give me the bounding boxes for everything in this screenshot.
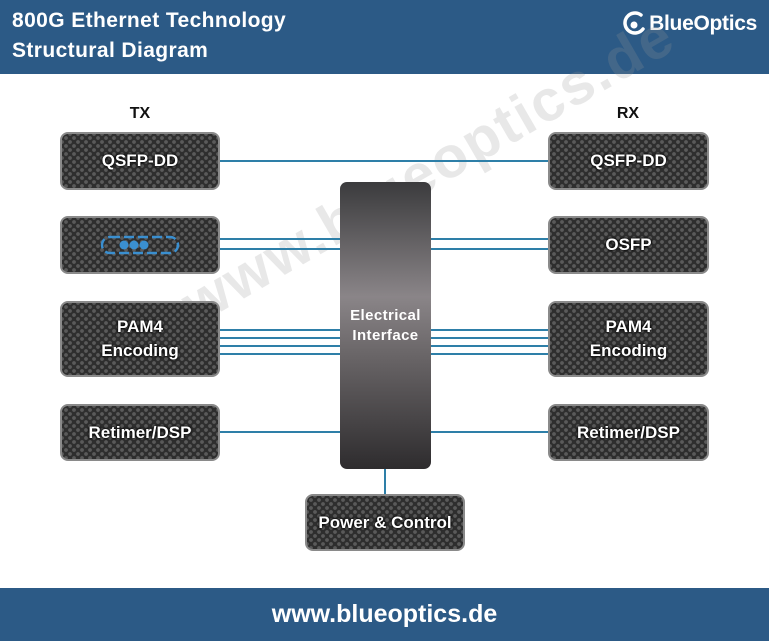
tx-retimer-block: Retimer/DSP (60, 404, 220, 461)
title-line-2: Structural Diagram (12, 39, 209, 62)
footer-url: www.blueoptics.de (271, 600, 498, 628)
center-label-line-2: Interface (352, 326, 419, 344)
block-label-line-1: PAM4 (117, 317, 163, 336)
footer-bar: www.blueoptics.de (0, 588, 769, 641)
blueoptics-logo-icon (623, 11, 645, 35)
rx-osfp-block: OSFP (548, 216, 709, 274)
page-title: 800G Ethernet Technology Structural Diag… (12, 6, 286, 66)
block-label: OSFP (605, 235, 652, 254)
block-label-line-2: Encoding (589, 341, 668, 360)
block-label: Retimer/DSP (88, 422, 192, 442)
title-line-1: 800G Ethernet Technology (12, 9, 287, 32)
block-label: Retimer/DSP (577, 422, 680, 442)
rx-retimer-block: Retimer/DSP (548, 404, 709, 461)
power-control-block: Power & Control (305, 494, 465, 551)
tx-qsfpdd-block: QSFP-DD (60, 132, 220, 190)
brand-logo: BlueOptics (621, 8, 757, 40)
block-label: QSFP-DD (590, 151, 667, 170)
header-bar: 800G Ethernet Technology Structural Diag… (0, 0, 769, 74)
logo-text: BlueOptics (649, 12, 757, 35)
rx-pam4-block: PAM4 Encoding (548, 301, 709, 377)
rx-qsfpdd-block: QSFP-DD (548, 132, 709, 190)
block-label: Power & Control (318, 512, 452, 532)
block-label-line-2: Encoding (101, 341, 179, 360)
tx-osfp-block (60, 216, 220, 274)
tx-label: TX (129, 105, 151, 122)
tx-pam4-block: PAM4 Encoding (60, 301, 220, 377)
block-label-line-1: PAM4 (605, 317, 652, 336)
center-label-line-1: Electrical (350, 306, 421, 324)
osfp-connector-icon (100, 235, 180, 255)
electrical-interface-block: Electrical Interface (340, 182, 431, 469)
rx-label: RX (616, 105, 640, 122)
block-label: QSFP-DD (101, 151, 179, 170)
